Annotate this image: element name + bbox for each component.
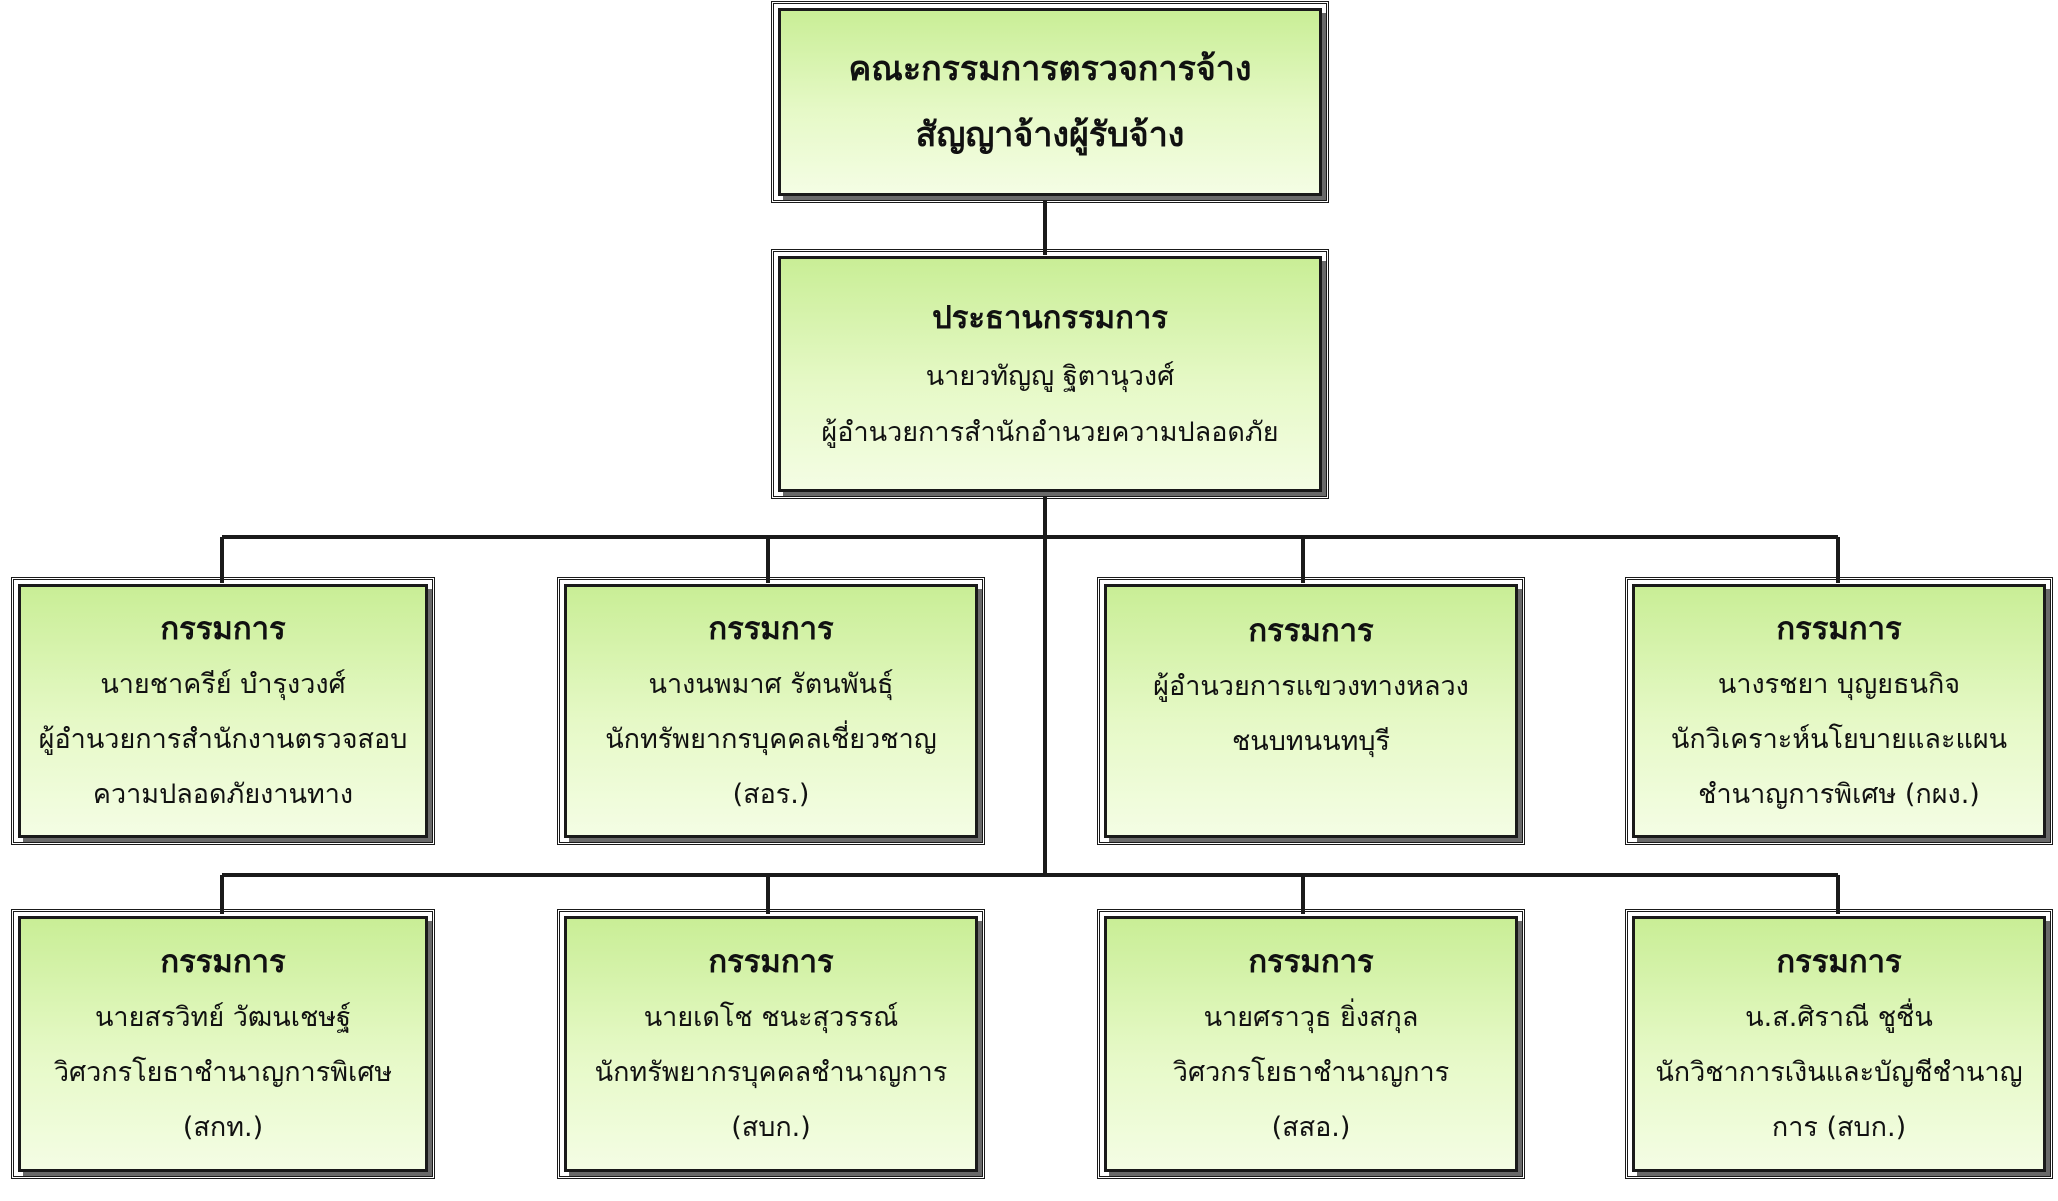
member-name: นางนพมาศ รัตนพันธุ์ (648, 668, 894, 700)
member-name: นายสรวิทย์ วัฒนเชษฐ์ (94, 1001, 352, 1033)
member-box-7: กรรมการ นายศราวุธ ยิ่งสกุล วิศวกรโยธาชำน… (1097, 909, 1525, 1179)
member-position: วิศวกรโยธาชำนาญการพิเศษ (53, 1056, 393, 1088)
member-name: น.ส.ศิราณี ชูชื่น (1745, 1001, 1933, 1033)
member-position-cont: ความปลอดภัยงานทาง (92, 778, 354, 810)
committee-title-box: คณะกรรมการตรวจการจ้าง สัญญาจ้างผู้รับจ้า… (771, 1, 1329, 203)
member-box-8: กรรมการ น.ส.ศิราณี ชูชื่น นักวิชาการเงิน… (1625, 909, 2053, 1179)
member-position: นักทรัพยากรบุคคลเชี่ยวชาญ (605, 723, 937, 755)
chairperson-position: ผู้อำนวยการสำนักอำนวยความปลอดภัย (821, 417, 1279, 448)
member-position: นักวิชาการเงินและบัญชีชำนาญ (1655, 1056, 2023, 1088)
member-title: กรรมการ (1776, 943, 1902, 980)
member-position: นักวิเคราะห์นโยบายและแผน (1670, 723, 2008, 755)
member-title: กรรมการ (1776, 610, 1902, 647)
member-position: วิศวกรโยธาชำนาญการ (1172, 1056, 1450, 1088)
member-position-cont: ชำนาญการพิเศษ (กผง.) (1698, 778, 1980, 810)
member-title: กรรมการ (708, 943, 834, 980)
member-position: นักทรัพยากรบุคคลชำนาญการ (594, 1056, 948, 1088)
member-position-cont: การ (สบก.) (1771, 1111, 1907, 1143)
member-position: ผู้อำนวยการสำนักงานตรวจสอบ (38, 723, 408, 755)
member-box-4: กรรมการ นางรชยา บุญยธนกิจ นักวิเคราะห์นโ… (1625, 577, 2053, 845)
member-box-1: กรรมการ นายชาครีย์ บำรุงวงศ์ ผู้อำนวยการ… (11, 577, 435, 845)
chairperson-name: นายวทัญญู ฐิตานุวงศ์ (925, 361, 1175, 392)
member-unit: (สสอ.) (1271, 1111, 1351, 1143)
member-title: กรรมการ (1248, 613, 1374, 649)
member-box-5: กรรมการ นายสรวิทย์ วัฒนเชษฐ์ วิศวกรโยธาช… (11, 909, 435, 1179)
member-title: กรรมการ (160, 610, 286, 647)
committee-title-line1: คณะกรรมการตรวจการจ้าง (848, 49, 1252, 89)
member-box-6: กรรมการ นายเดโช ชนะสุวรรณ์ นักทรัพยากรบุ… (557, 909, 985, 1179)
member-box-3: กรรมการ ผู้อำนวยการแขวงทางหลวง ชนบทนนทบุ… (1097, 577, 1525, 845)
member-title: กรรมการ (1248, 943, 1374, 980)
member-title: กรรมการ (160, 943, 286, 980)
member-position: ผู้อำนวยการแขวงทางหลวง (1153, 671, 1469, 702)
member-unit: (สกท.) (182, 1111, 264, 1143)
chairperson-title: ประธานกรรมการ (932, 300, 1168, 336)
member-name: นายศราวุธ ยิ่งสกุล (1203, 1001, 1419, 1033)
member-unit: (สบก.) (731, 1111, 811, 1143)
member-name: นายเดโช ชนะสุวรรณ์ (643, 1001, 899, 1033)
member-title: กรรมการ (708, 610, 834, 647)
committee-title-line2: สัญญาจ้างผู้รับจ้าง (915, 115, 1185, 155)
member-position-cont: ชนบทนนทบุรี (1231, 726, 1391, 757)
chairperson-box: ประธานกรรมการ นายวทัญญู ฐิตานุวงศ์ ผู้อำ… (771, 249, 1329, 499)
member-box-2: กรรมการ นางนพมาศ รัตนพันธุ์ นักทรัพยากรบ… (557, 577, 985, 845)
member-unit: (สอร.) (732, 778, 810, 810)
member-name: นายชาครีย์ บำรุงวงศ์ (100, 668, 346, 700)
member-name: นางรชยา บุญยธนกิจ (1717, 668, 1961, 700)
